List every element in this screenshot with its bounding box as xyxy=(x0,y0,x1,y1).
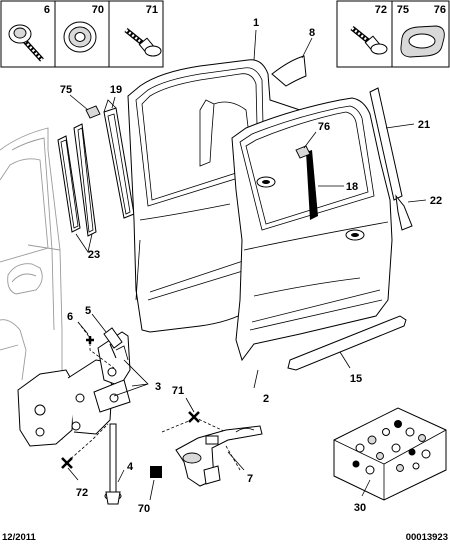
callout-23: 23 xyxy=(88,249,100,261)
box-number-76: 76 xyxy=(434,4,446,16)
leader-8 xyxy=(301,37,313,59)
leader-23 xyxy=(75,233,93,254)
trim-strip-21 xyxy=(369,87,403,201)
callout-76: 76 xyxy=(318,121,330,133)
callout-7: 7 xyxy=(247,473,253,485)
clip-nut-icon xyxy=(63,21,97,53)
callout-18: 18 xyxy=(346,181,358,193)
vehicle-body-outline xyxy=(0,127,63,440)
leader-71 xyxy=(185,397,195,413)
leader-72 xyxy=(67,467,79,481)
leader-5 xyxy=(91,313,107,333)
callout-4: 4 xyxy=(127,461,134,473)
leader-22 xyxy=(407,199,427,203)
clip-70 xyxy=(150,466,162,478)
leader-6 xyxy=(77,321,115,369)
box-number-70: 70 xyxy=(92,4,104,16)
callout-19: 19 xyxy=(110,84,122,96)
fastener-box-left: 6 70 71 xyxy=(0,0,164,68)
seal-8 xyxy=(271,55,307,87)
door-check-strap-7 xyxy=(175,425,263,487)
hinge-assembly-3 xyxy=(17,331,131,447)
leader-1 xyxy=(253,29,257,61)
box-number-71: 71 xyxy=(146,4,158,16)
callout-15: 15 xyxy=(350,373,362,385)
door-panel-2 xyxy=(231,97,393,362)
screw-icon xyxy=(124,28,162,57)
leader-70 xyxy=(149,479,155,501)
bolt-5 xyxy=(103,327,123,359)
callout-70: 70 xyxy=(138,503,150,515)
fastener-box-right: 72 75 76 xyxy=(336,0,450,68)
callout-labels: 1 2 3 4 5 6 7 8 15 18 19 21 22 23 30 70 … xyxy=(60,17,442,515)
pad-76 xyxy=(295,145,311,159)
callout-5: 5 xyxy=(85,305,91,317)
footer-date: 12/2011 xyxy=(2,532,37,543)
fastener-kit-30 xyxy=(333,407,447,501)
callout-8: 8 xyxy=(309,27,315,39)
trim-strip-23 xyxy=(57,123,97,237)
callout-21: 21 xyxy=(418,119,430,131)
box-number-72: 72 xyxy=(375,4,387,16)
leader-2 xyxy=(253,369,259,389)
leader-4 xyxy=(117,469,125,483)
footer-reference: 00013923 xyxy=(406,532,448,543)
leader-15 xyxy=(339,351,351,369)
fastener-72-marker xyxy=(61,457,73,469)
callout-6: 6 xyxy=(67,311,73,323)
pad-icon xyxy=(400,25,445,58)
trim-piece-22 xyxy=(395,194,413,231)
callout-72: 72 xyxy=(76,487,88,499)
box-number-75: 75 xyxy=(397,4,409,16)
leader-7 xyxy=(227,451,245,471)
callout-71: 71 xyxy=(172,385,184,397)
callout-30: 30 xyxy=(354,502,366,514)
callout-1: 1 xyxy=(253,17,259,29)
bolt-icon xyxy=(8,24,44,62)
leader-21 xyxy=(385,123,415,129)
leader-76 xyxy=(303,131,317,149)
callout-22: 22 xyxy=(430,195,442,207)
seal-18 xyxy=(306,150,318,220)
callout-2: 2 xyxy=(263,393,269,405)
leader-19 xyxy=(111,96,116,109)
pin-4 xyxy=(104,423,122,505)
callout-75: 75 xyxy=(60,84,72,96)
pad-75 xyxy=(85,105,101,119)
screw-icon xyxy=(350,26,388,55)
callout-3: 3 xyxy=(155,381,161,393)
box-number-6: 6 xyxy=(44,4,50,16)
leader-30 xyxy=(361,479,371,497)
moulding-15 xyxy=(287,315,407,371)
leader-75 xyxy=(69,94,89,111)
